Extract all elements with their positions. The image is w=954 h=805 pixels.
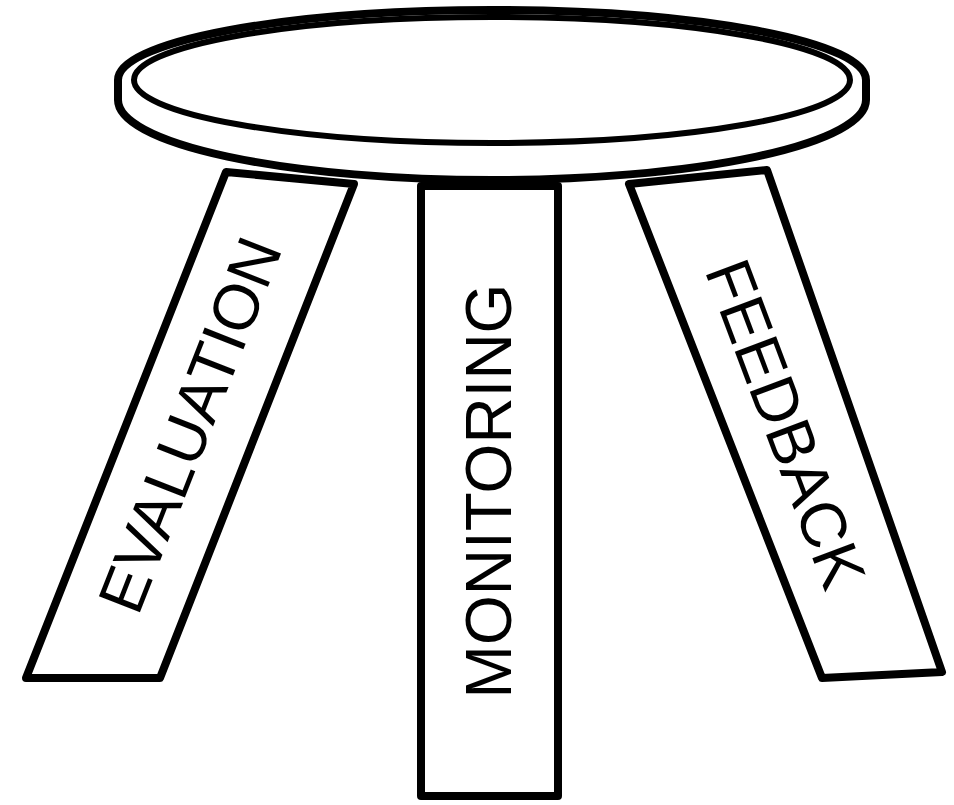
seat-top [134, 17, 850, 143]
leg-shape [26, 172, 354, 678]
leg-shape [629, 170, 942, 678]
seat-rim [118, 10, 866, 180]
leg-label: MONITORING [458, 284, 522, 699]
stool-leg: MONITORING [421, 186, 558, 796]
stool-leg: FEEDBACK [629, 170, 942, 678]
leg-shape [421, 186, 558, 796]
stool-leg: EVALUATION [26, 172, 354, 678]
